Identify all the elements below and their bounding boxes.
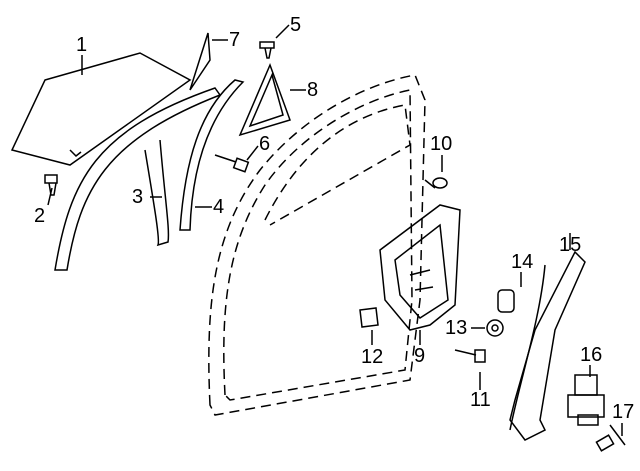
bolt-6	[214, 154, 250, 173]
callout-4: 4	[213, 196, 225, 218]
callout-9: 9	[414, 345, 426, 367]
callout-15: 15	[559, 234, 582, 256]
grommet-12	[359, 307, 379, 328]
callout-3: 3	[132, 186, 144, 208]
callout-17: 17	[612, 401, 635, 423]
door-glass	[10, 52, 192, 166]
callout-7: 7	[229, 29, 241, 51]
callout-1: 1	[76, 34, 88, 56]
screw-5	[259, 41, 275, 59]
nut-13	[486, 319, 504, 337]
callout-8: 8	[307, 79, 319, 101]
bolt-17	[595, 424, 626, 452]
callout-13: 13	[445, 317, 468, 339]
leader-arrows	[47, 24, 623, 436]
callout-10: 10	[430, 133, 453, 155]
bolt-2	[44, 174, 58, 196]
door-outline	[208, 74, 426, 416]
clip-10	[424, 177, 448, 189]
division-bar	[179, 79, 245, 231]
callout-5: 5	[290, 14, 302, 36]
cap-14	[497, 289, 515, 313]
quarter-glass	[189, 32, 211, 91]
quarter-glass-seal	[238, 62, 291, 137]
callout-6: 6	[259, 133, 271, 155]
callout-2: 2	[34, 205, 46, 227]
callout-14: 14	[511, 251, 534, 273]
bolt-11	[454, 349, 486, 363]
callout-16: 16	[580, 344, 603, 366]
callout-11: 11	[470, 389, 491, 411]
regulator-motor	[567, 374, 605, 426]
callout-12: 12	[361, 346, 384, 368]
door-module	[379, 204, 461, 331]
